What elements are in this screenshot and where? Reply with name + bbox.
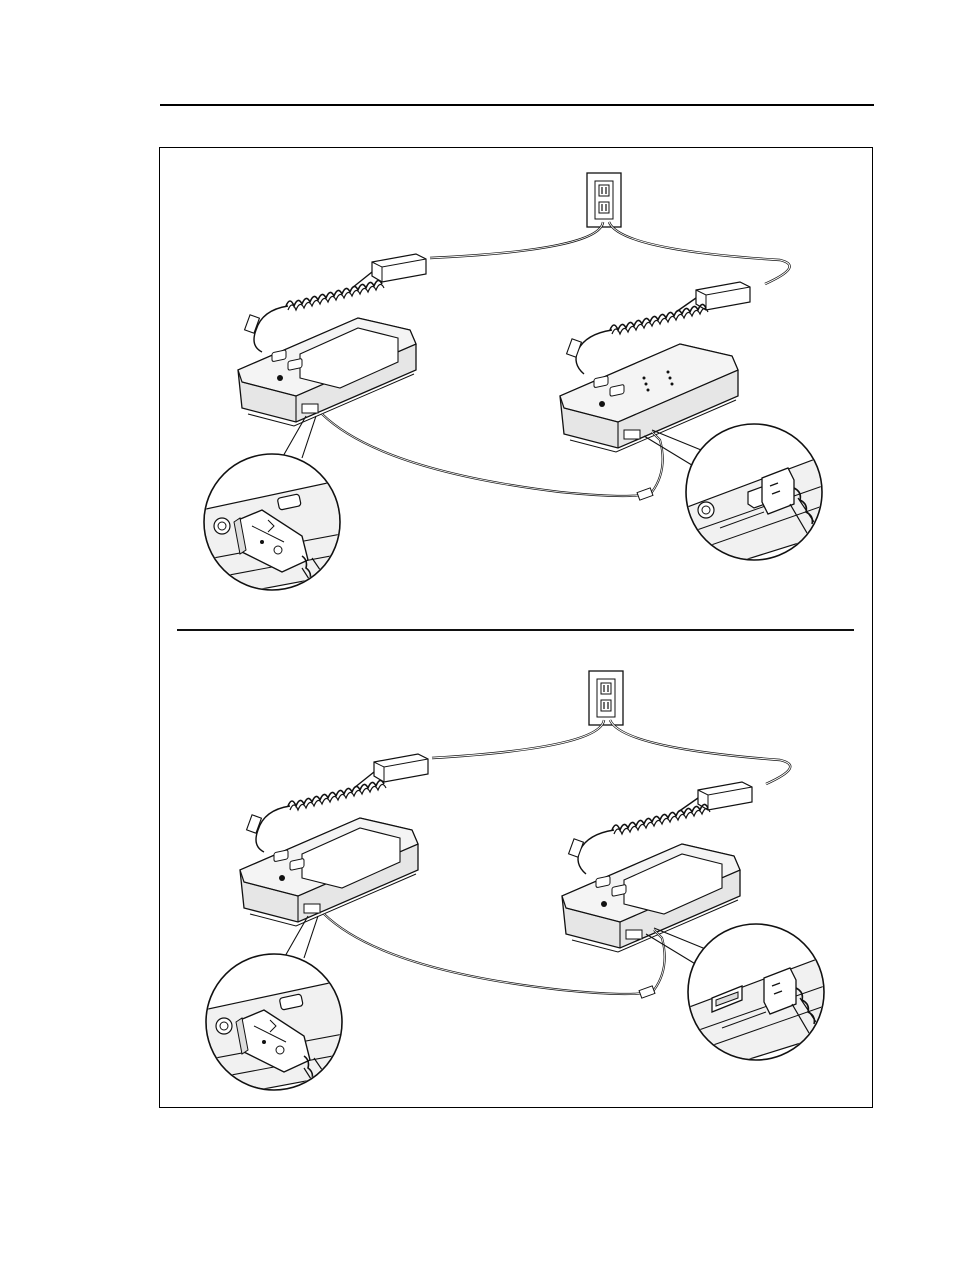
panel-top [192, 173, 834, 612]
tester-unit-icon [562, 844, 740, 952]
usb-connector-icon [676, 924, 836, 1082]
wall-outlet-icon [589, 671, 623, 725]
usb-connector-icon [192, 454, 352, 612]
ac-adapter-icon [374, 754, 428, 782]
tester-unit-icon [560, 344, 738, 452]
coil-cord [610, 304, 708, 334]
wall-outlet-icon [587, 173, 621, 227]
coil-cord [286, 280, 384, 310]
tester-unit-icon [240, 818, 418, 926]
tester-unit-icon [238, 318, 416, 426]
usb-connector-icon [674, 424, 834, 582]
panel-bottom [194, 671, 836, 1112]
ac-adapter-icon [372, 254, 426, 282]
coil-cord [288, 780, 386, 810]
coil-cord [612, 804, 710, 834]
usb-connector-icon [194, 954, 354, 1112]
